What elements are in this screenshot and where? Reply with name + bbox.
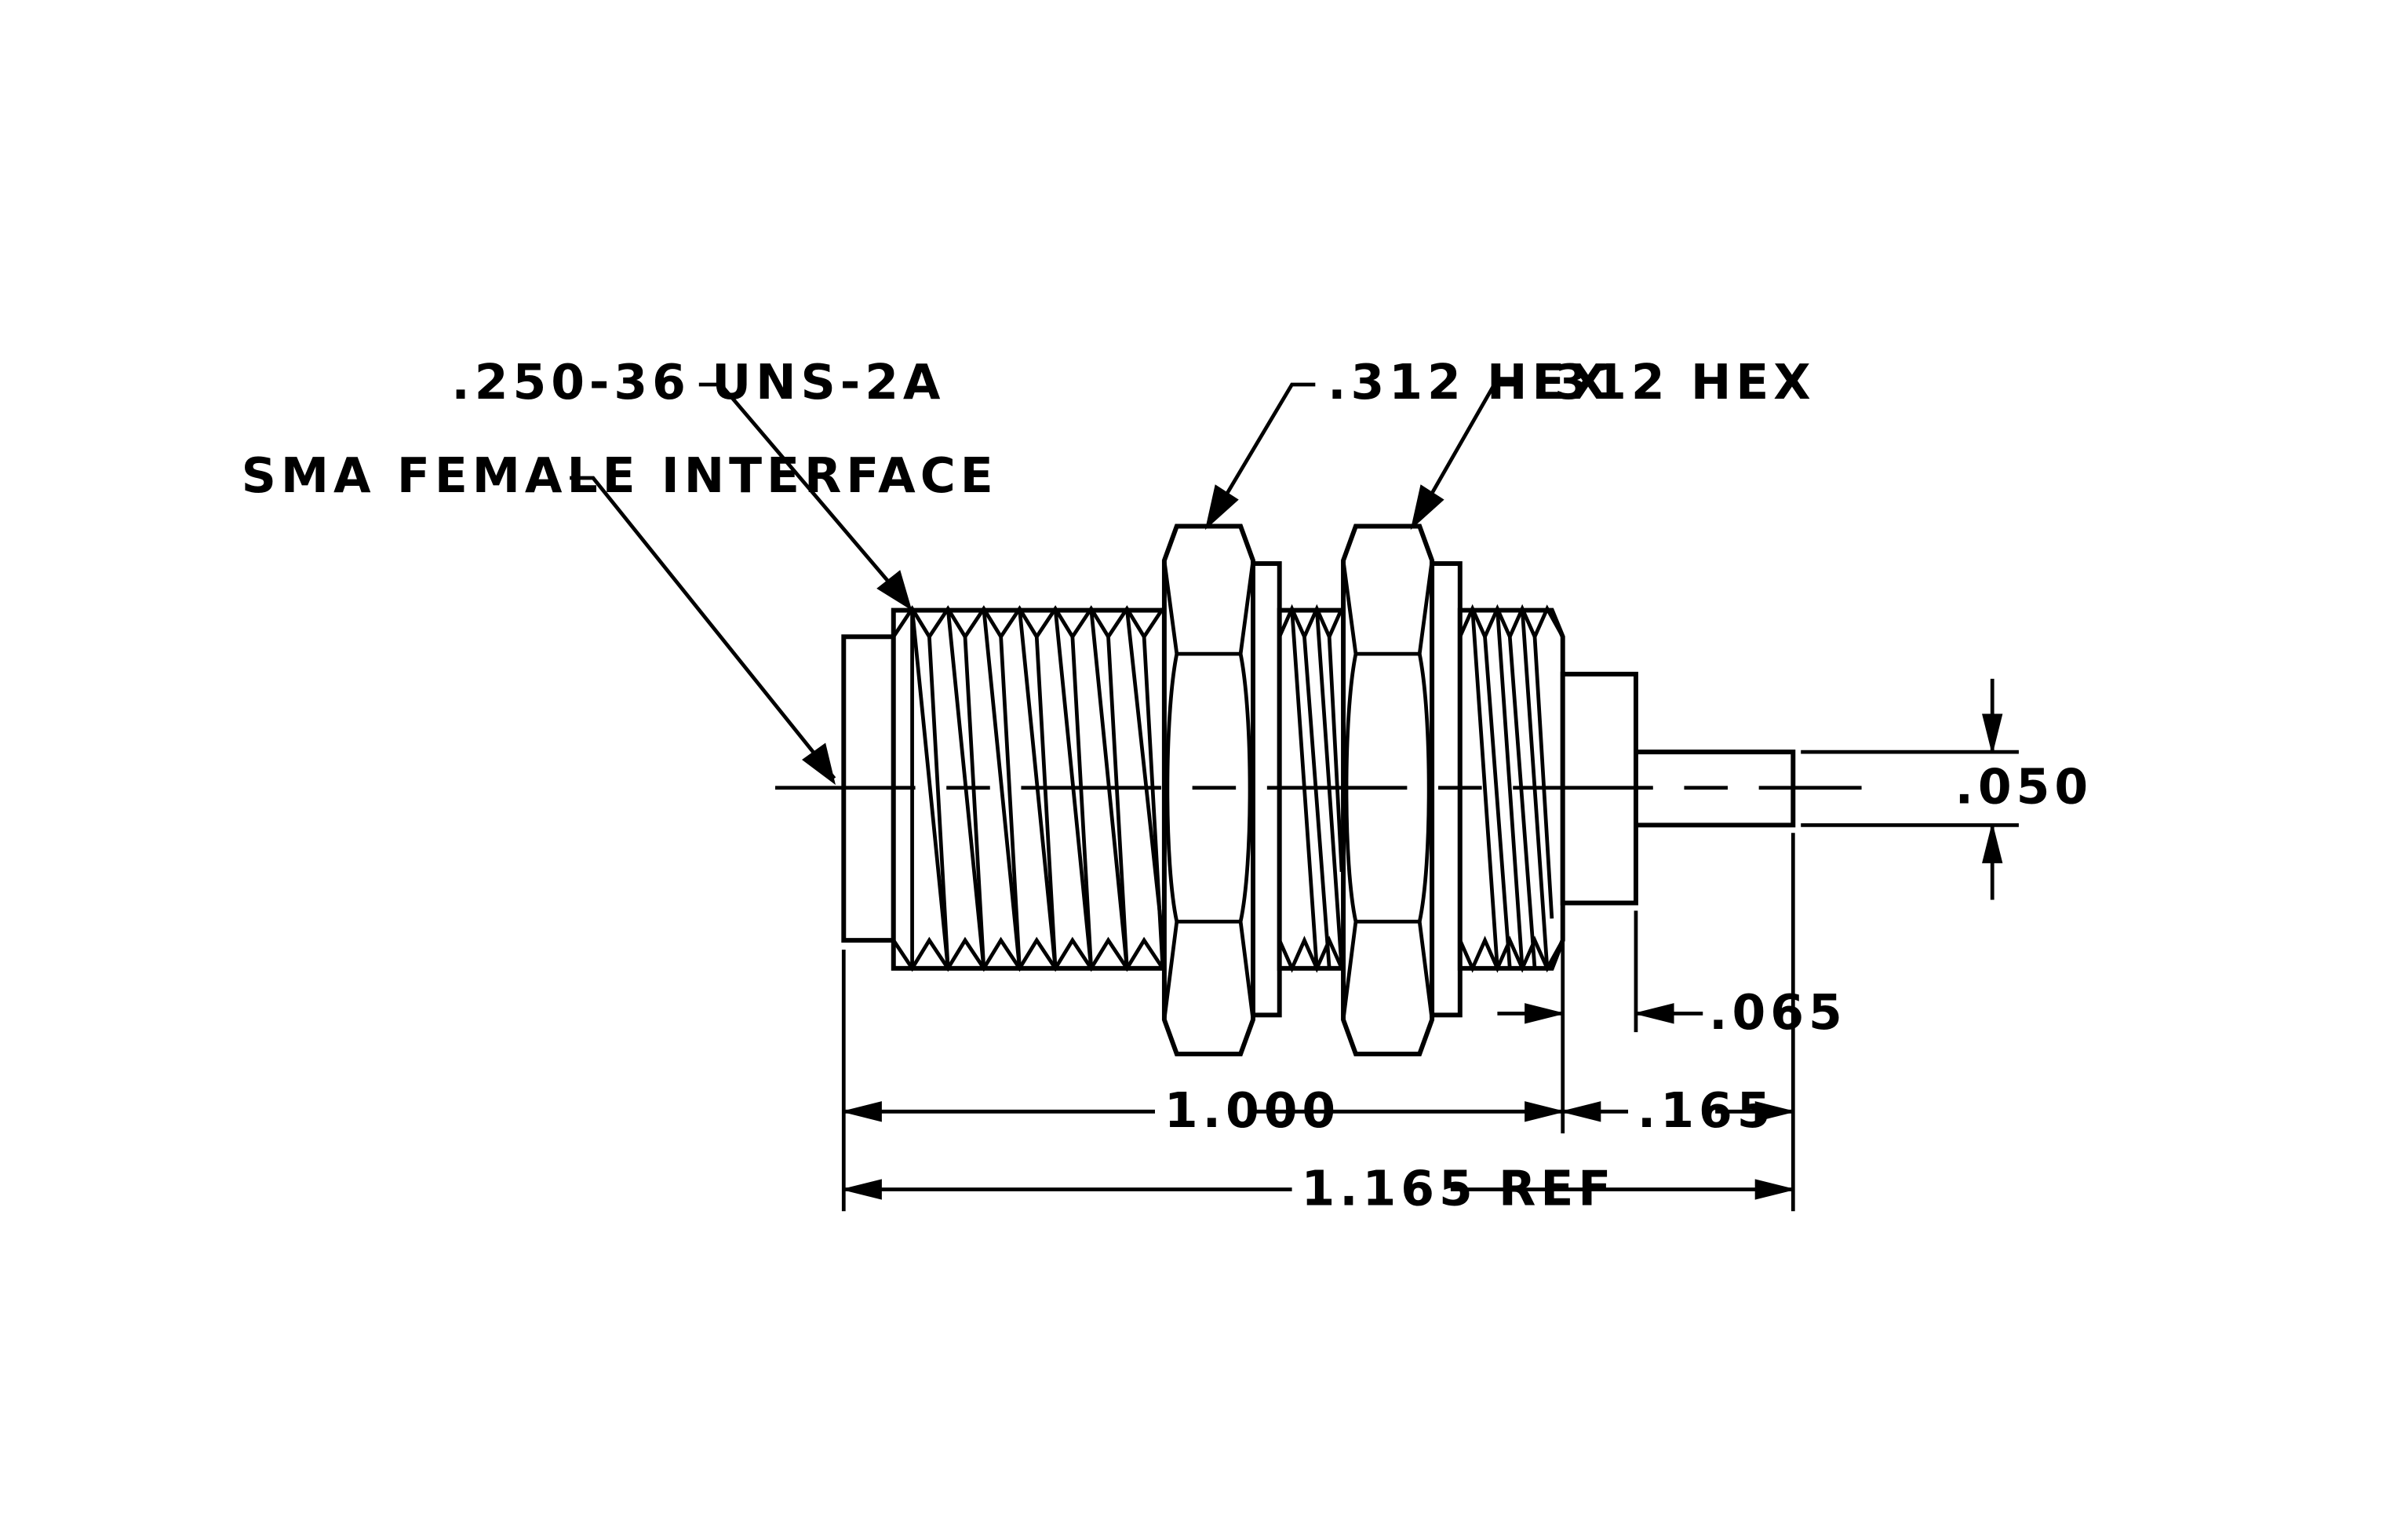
labels: .250-36 UNS-2A SMA FEMALE INTERFACE .312… [242, 354, 2093, 1217]
dim-pin-diameter: .050 [1955, 759, 2093, 815]
dim-body-length: 1.000 [1164, 1082, 1340, 1139]
dim-shoulder: .065 [1709, 984, 1847, 1041]
hex-nut-1 [1161, 523, 1255, 1056]
connector-body [841, 523, 1796, 1056]
interface-callout: SMA FEMALE INTERFACE [242, 447, 998, 504]
dim-pin-length: .165 [1638, 1082, 1776, 1139]
extension-lines [841, 750, 2019, 1212]
hex-nut-2 [1341, 523, 1435, 1056]
leader-lines [570, 382, 1518, 786]
thread-callout: .250-36 UNS-2A [451, 354, 945, 410]
hex-callout-2: .312 HEX [1532, 354, 1816, 410]
hex-callout-1: .312 HEX [1328, 354, 1612, 410]
dim-overall-length: 1.165 REF [1301, 1160, 1616, 1216]
